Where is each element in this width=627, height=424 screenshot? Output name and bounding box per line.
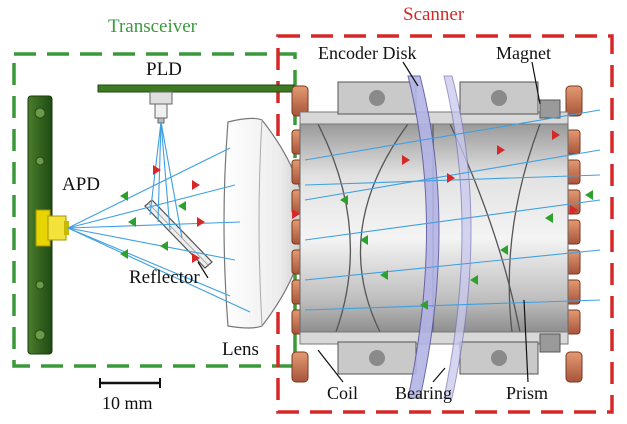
red-arrow: [402, 155, 410, 165]
red-arrow: [153, 165, 161, 175]
scan-ray: [304, 199, 601, 241]
magnet-label: Magnet: [496, 43, 551, 63]
red-arrow: [292, 209, 300, 219]
green-arrow: [360, 235, 368, 245]
red-arrow: [447, 173, 455, 183]
green-arrow: [585, 190, 593, 200]
scale-bar: [99, 378, 161, 388]
scan-ray: [304, 109, 601, 161]
scan-ray: [304, 174, 601, 186]
scale-bar-label: 10 mm: [102, 393, 153, 413]
green-arrow: [420, 300, 428, 310]
light-rays: [67, 109, 601, 313]
encoder-disk: [407, 75, 472, 399]
leader-lines: [197, 61, 541, 383]
green-arrow: [178, 201, 186, 211]
lens-label: Lens: [222, 339, 259, 360]
green-arrow: [470, 275, 478, 285]
scan-ray: [304, 149, 601, 201]
laser-ray: [160, 121, 183, 239]
red-arrow: [570, 205, 578, 215]
red-arrow: [552, 130, 560, 140]
green-arrow: [380, 270, 388, 280]
encoder-disk-label: Encoder Disk: [318, 43, 417, 63]
coil-segment-corner: [291, 351, 309, 383]
coil-label: Coil: [327, 383, 359, 403]
scanner-label: Scanner: [403, 4, 465, 25]
red-arrow: [192, 253, 200, 263]
red-arrow: [497, 145, 505, 155]
green-arrow: [340, 195, 348, 205]
bearings: [337, 81, 539, 375]
green-arrow: [128, 217, 136, 227]
laser-ray: [157, 121, 162, 223]
coil-segment-corner: [565, 85, 583, 117]
green-arrow: [500, 245, 508, 255]
return-ray: [67, 147, 231, 229]
red-arrow: [192, 180, 200, 190]
scan-ray: [304, 249, 601, 281]
reflector-label: Reflector: [129, 267, 200, 288]
return-ray: [67, 227, 251, 313]
reflector-mirror: [144, 199, 213, 269]
return-ray: [67, 221, 241, 229]
scan-ray: [304, 299, 601, 311]
apd-sensor: [35, 209, 69, 247]
lens: [223, 117, 306, 329]
green-arrow: [160, 241, 168, 251]
return-ray: [67, 184, 236, 229]
return-ray: [67, 227, 231, 297]
green-arrow: [545, 213, 553, 223]
return-ray: [67, 227, 236, 261]
green-arrow: [120, 191, 128, 201]
red-arrow: [197, 217, 205, 227]
bearing-label: Bearing: [395, 383, 452, 403]
apd-label: APD: [62, 174, 101, 195]
pld-label: PLD: [146, 59, 182, 80]
prism-label: Prism: [506, 383, 549, 403]
laser-ray: [160, 121, 171, 231]
green-arrow: [120, 249, 128, 259]
coil-segment-corner: [565, 351, 583, 383]
transceiver-label: Transceiver: [108, 16, 197, 37]
magnets: [539, 99, 561, 353]
pld-board: [97, 84, 295, 124]
